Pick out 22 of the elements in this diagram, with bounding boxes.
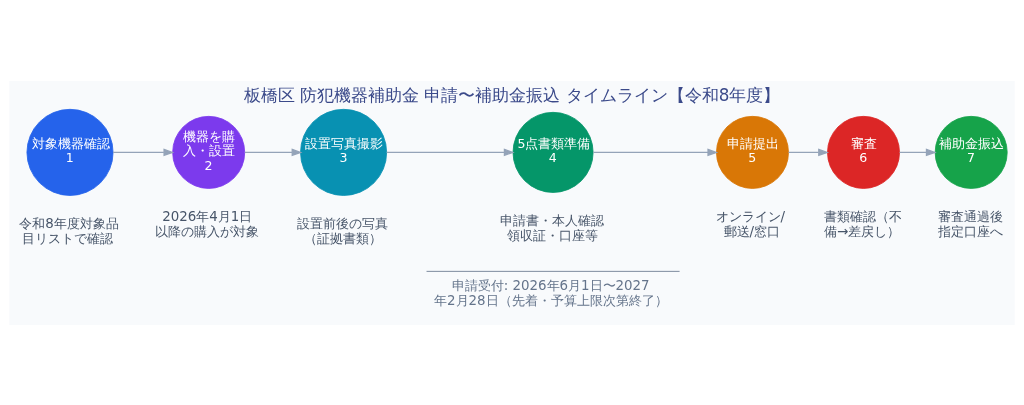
node-label: 2026年4月1日以降の購入が対象	[155, 208, 260, 239]
node-circle: 設置写真撮影 3	[300, 108, 388, 196]
node-circle: 補助金振込 7	[934, 115, 1008, 189]
node-circle: 申請提出 5	[716, 115, 789, 189]
arrow	[244, 148, 303, 156]
node-circle: 機器を購入・設置 2	[172, 115, 246, 189]
node-label: 申請書・本人確認領収証・口座等	[499, 212, 604, 243]
arrow	[112, 148, 175, 156]
node-circle: 審査 6	[827, 115, 900, 189]
arrow	[899, 148, 937, 156]
node-label: 令和8年度対象品目リストで確認	[19, 215, 119, 246]
arrow	[386, 148, 515, 156]
node-label: 書類確認（不備→差戻し）	[823, 208, 902, 239]
node-label: 審査通過後指定口座へ	[937, 208, 1004, 239]
node-label: 設置前後の写真（証拠書類）	[296, 215, 388, 246]
diagram-title: 板橋区 防犯機器補助金 申請〜補助金振込 タイムライン【令和8年度】	[243, 84, 781, 105]
node-circle: 5点書類準備 4	[512, 111, 594, 193]
node-label: オンライン/郵送/窓口	[715, 208, 786, 239]
arrow	[592, 148, 719, 156]
arrow	[787, 148, 830, 156]
label: 申請受付: 2026年6月1日〜2027年2月28日（先着・予算上限次第終了）	[434, 277, 668, 308]
node-circle: 対象機器確認 1	[26, 108, 114, 196]
